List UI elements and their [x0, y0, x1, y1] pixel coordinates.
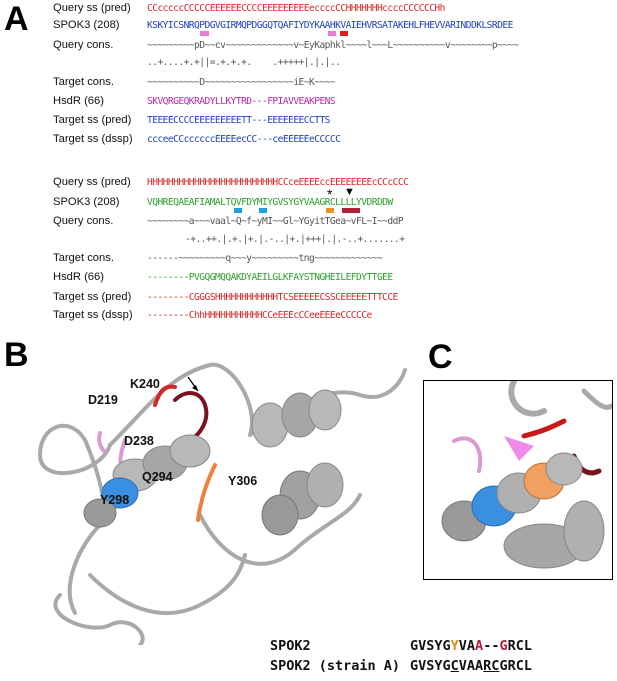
row-seq: VQHREQAEAFIAMALTQVFDYMIYGVSYGYVAAGRCLLLL… [147, 197, 393, 208]
row-seq: --------ChhHHHHHHHHHHHCCeEEEcCCeeEEEeCCC… [147, 310, 372, 321]
row-seq: ~~~~~~~~a~~~vaal~Q~f~yMI~~Gl~YGyitTGea~v… [147, 216, 404, 227]
spok2-sequence: GVSYGYVAA--GRCL [410, 638, 532, 654]
row-label: Query cons. [53, 215, 114, 227]
row-seq: ------~~~~~~~~~q~~~y~~~~~~~~~tng~~~~~~~~… [147, 253, 383, 264]
row-seq: KSKYICSNRQPDGVGIRMQPDGGQTQAFIYDYKAAHKVAI… [147, 20, 513, 31]
marker-orange [326, 208, 334, 213]
row-seq: ~~~~~~~~~pD~~cv~~~~~~~~~~~~~v~EyKaphkl~~… [147, 40, 519, 51]
panel-letter-c: C [428, 338, 453, 376]
row-label: SPOK3 (208) [53, 196, 120, 208]
row-label: Target ss (dssp) [53, 309, 133, 321]
seq-part: RCL [507, 638, 532, 654]
zoom-panel-c [423, 380, 613, 580]
seq-part: C [450, 658, 459, 674]
seq-part: GRCL [499, 658, 532, 674]
star-marker: * [327, 186, 333, 202]
marker-pink [200, 31, 209, 36]
row-seq: ccceeCCccccccEEEEecCC---ceEEEEEeCCCCC [147, 134, 341, 145]
marker-cyan [259, 208, 267, 213]
strain-a-label: SPOK2 (strain A) [270, 658, 401, 674]
strain-a-sequence: GVSYGCVAARCGRCL [410, 658, 532, 674]
residue-label-d219: D219 [88, 393, 118, 407]
marker-pink [328, 31, 336, 36]
residue-label-d238: D238 [124, 434, 154, 448]
protein-structure-b [38, 362, 407, 645]
marker-maroon [342, 208, 360, 213]
spok2-label: SPOK2 [270, 638, 311, 654]
arrow-marker: ▼ [344, 186, 355, 198]
row-label: Target ss (pred) [53, 114, 132, 126]
seq-part: GVSYG [410, 638, 451, 654]
row-seq: --------PVGQGMQQAKDYAEILGLKFAYSTNGHEILEF… [147, 272, 393, 283]
residue-label-y298: Y298 [100, 493, 130, 507]
row-label: Target ss (dssp) [53, 133, 133, 145]
seq-part: G [499, 638, 508, 654]
row-label: Query ss (pred) [53, 176, 131, 188]
residue-label-q294: Q294 [142, 470, 173, 484]
protein-structure-c [441, 381, 612, 569]
row-seq: ~~~~~~~~~~D~~~~~~~~~~~~~~~~~iE~K~~~~ [147, 77, 336, 88]
seq-part: RC [483, 658, 500, 674]
row-label: Target ss (pred) [53, 291, 132, 303]
row-label: Target cons. [53, 252, 114, 264]
seq-part: GVSYG [410, 658, 451, 674]
row-seq: SKVQRGEQKRADYLLKYTRD---FPIAVVEAKPENS [147, 96, 336, 107]
panel-letter-a: A [4, 0, 29, 38]
seq-part: A [475, 638, 484, 654]
row-label: Query cons. [53, 39, 114, 51]
row-label: HsdR (66) [53, 271, 104, 283]
row-seq: CCcccccCCCCCEEEEEECCCCEEEEEEEEEeccccCCHH… [147, 3, 445, 14]
seq-part: VA [458, 638, 476, 654]
seq-part: Y [450, 638, 459, 654]
row-label: Query ss (pred) [53, 2, 131, 14]
panel-letter-b: B [4, 336, 29, 374]
row-label: HsdR (66) [53, 95, 104, 107]
residue-label-y306: Y306 [228, 474, 258, 488]
row-seq: TEEEECCCCEEEEEEEEETT---EEEEEEECCTTS [147, 115, 330, 126]
row-seq: -+..++.|.+.|+.|.-..|+.|+++|.|.-..+......… [185, 234, 405, 245]
seq-part: VAA [458, 658, 484, 674]
residue-label-k240: K240 [130, 377, 160, 391]
marker-red [340, 31, 348, 36]
row-seq: --------CGGGSHHHHHHHHHHHHTCSEEEEECSSCEEE… [147, 292, 398, 303]
seq-part: -- [483, 638, 500, 654]
row-label: Target cons. [53, 76, 114, 88]
row-seq: HHHHHHHHHHHHHHHHHHHHHHHHHCCceEEEEccEEEEE… [147, 177, 409, 188]
row-seq: ..+....+.+||=.+.+.+. .+++++|.|.|.. [147, 57, 341, 68]
row-label: SPOK3 (208) [53, 19, 120, 31]
marker-cyan [234, 208, 242, 213]
